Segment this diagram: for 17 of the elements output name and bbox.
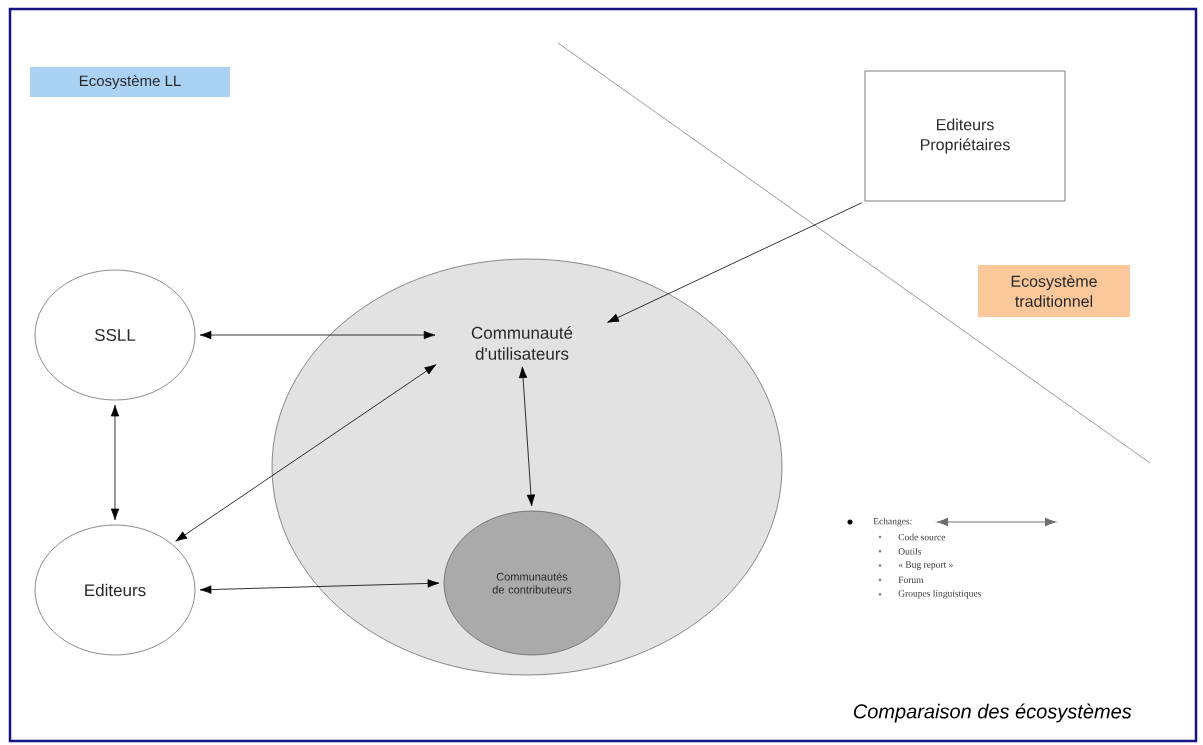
legend-text: Echanges: <box>873 517 912 527</box>
caption: Comparaison des écosystèmes <box>853 703 1132 723</box>
tag-box: Ecosystème LL <box>30 67 230 97</box>
arrow <box>110 404 120 521</box>
arrow <box>175 364 437 542</box>
process-box: Editeurs Propriétaires <box>864 70 1066 202</box>
tag-box: Ecosystème traditionnel <box>978 265 1130 317</box>
arrow <box>518 366 536 507</box>
list-item: Groupes linguistiques <box>898 589 981 599</box>
list-item: Code source <box>898 533 946 541</box>
list-item: Forum <box>898 576 924 584</box>
arrow <box>607 202 863 323</box>
list-item: Outils <box>898 547 922 555</box>
arrow <box>199 330 436 340</box>
arrow <box>199 579 440 594</box>
community-label: Communauté d'utilisateurs <box>471 326 573 360</box>
list-item: « Bug report » <box>898 561 953 570</box>
